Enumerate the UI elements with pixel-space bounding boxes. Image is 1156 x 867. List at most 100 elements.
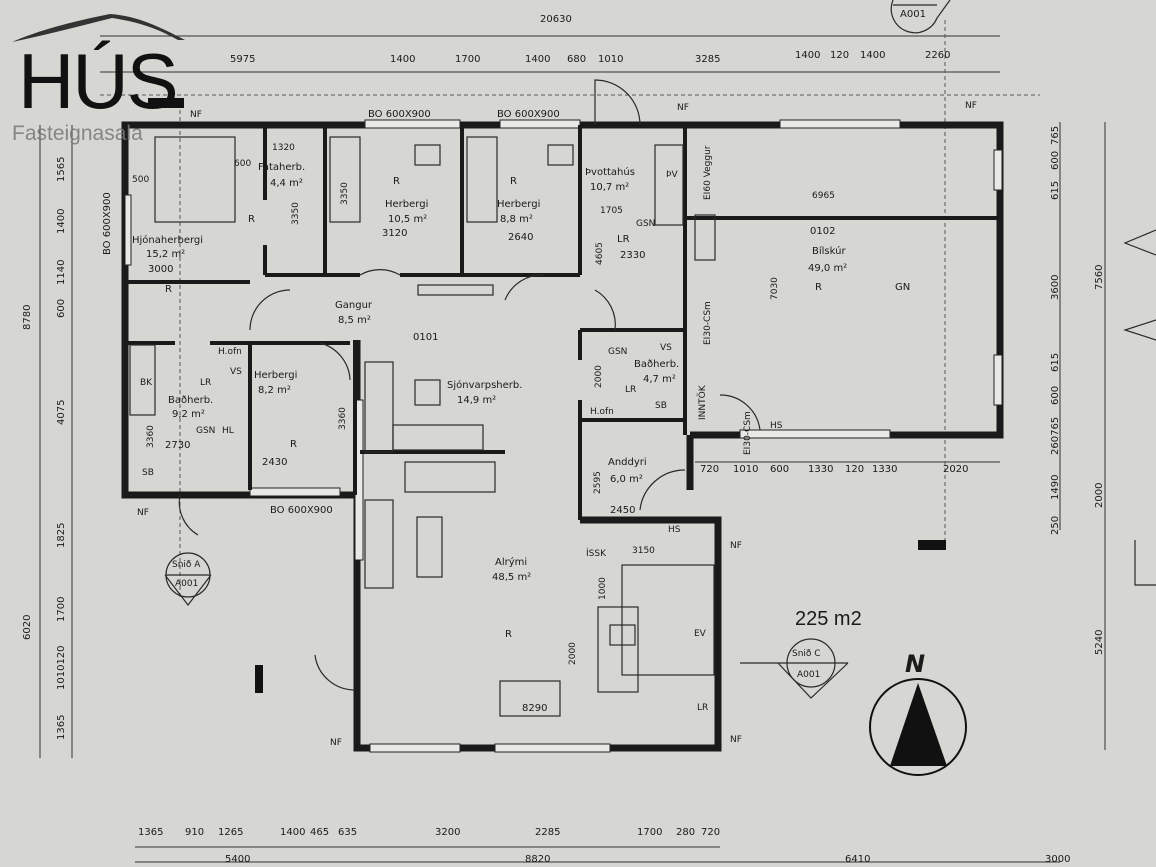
plan-label: 1700	[56, 597, 67, 622]
plan-label: 615	[1050, 181, 1061, 200]
plan-label: VS	[660, 343, 672, 353]
total-area: 225 m2	[795, 608, 862, 630]
plan-label: Hjónaherbergi	[132, 234, 203, 246]
plan-label: 2450	[610, 505, 635, 516]
plan-label: 120	[845, 464, 864, 475]
plan-label: Baðherb.	[634, 359, 679, 370]
plan-label: NF	[730, 541, 742, 551]
plan-label: 3360	[146, 425, 156, 448]
plan-label: Snið C	[792, 649, 821, 659]
plan-label: Anddyri	[608, 457, 647, 468]
plan-label: 600	[1050, 151, 1061, 170]
plan-label: 6965	[812, 191, 835, 201]
plan-label: 600	[234, 159, 251, 169]
plan-label: 5400	[225, 854, 250, 865]
plan-label: 20630	[540, 14, 572, 25]
plan-label: Baðherb.	[168, 395, 213, 406]
room-alrymi: Alrými 48,5 m² R 8290	[492, 556, 547, 714]
plan-label: 6,0 m²	[610, 474, 643, 485]
plan-label: 8,2 m²	[258, 385, 291, 396]
plan-label: LR	[200, 378, 211, 388]
plan-label: ÞV	[666, 170, 678, 180]
plan-label: BO 600X900	[102, 192, 113, 255]
plan-label: 1400	[860, 50, 885, 61]
plan-label: 2000	[1094, 483, 1105, 508]
plan-label: BO 600X900	[270, 505, 333, 516]
plan-label: 15,2 m²	[146, 249, 185, 260]
plan-label: HL	[222, 426, 234, 436]
plan-label: 9,2 m²	[172, 409, 205, 420]
plan-label: 1700	[455, 54, 480, 65]
plan-label: 2330	[620, 250, 645, 261]
plan-label: 6410	[845, 854, 870, 865]
plan-label: 280	[676, 827, 695, 838]
plan-label: 7030	[770, 277, 780, 300]
room-herbergi-2: Herbergi 8,8 m² 2640 R	[497, 176, 540, 243]
plan-label: NF	[330, 738, 342, 748]
plan-label: 1265	[218, 827, 243, 838]
plan-label: Þvottahús	[585, 166, 635, 178]
plan-label: 2000	[568, 642, 578, 665]
plan-label: 8,5 m²	[338, 315, 371, 326]
plan-label: A001	[175, 579, 198, 589]
plan-label: 600	[1050, 386, 1061, 405]
plan-label: 14,9 m²	[457, 395, 496, 406]
plan-label: BK	[140, 378, 153, 388]
room-labels: Hjónaherbergi 15,2 m² 3000 R Fataherb. 4…	[132, 162, 910, 714]
plan-label: EI30-CSm	[703, 301, 713, 345]
interior-walls	[125, 125, 1000, 522]
plan-label: 910	[185, 827, 204, 838]
plan-label: 120	[830, 50, 849, 61]
plan-label: GSN	[196, 426, 215, 436]
plan-label: 250	[1050, 516, 1061, 535]
plan-label: 1330	[808, 464, 833, 475]
plan-label: 3360	[338, 407, 348, 430]
room-herbergi-3: Herbergi 8,2 m² R 2430	[254, 370, 297, 468]
plan-label: EI60 Veggur	[703, 145, 713, 200]
plan-label: N	[905, 650, 925, 678]
plan-label: GSN	[636, 219, 655, 229]
plan-label: A001	[900, 9, 926, 20]
plan-label: HS	[668, 525, 681, 535]
plan-label: NF	[730, 735, 742, 745]
plan-label: 1000	[598, 577, 608, 600]
plan-label: Snið A	[172, 560, 201, 570]
plan-label: Herbergi	[254, 370, 297, 381]
plan-label: R	[510, 176, 517, 187]
plan-label: 2730	[165, 440, 190, 451]
plan-label: 3200	[435, 827, 460, 838]
plan-label: 5240	[1094, 630, 1105, 655]
room-sjonvarpsherb: Sjónvarpsherb. 14,9 m²	[447, 379, 522, 406]
section-marker-top: A001	[890, 0, 951, 34]
furniture	[129, 98, 946, 717]
plan-label: 1010	[733, 464, 758, 475]
plan-label: 1490	[1050, 475, 1061, 500]
plan-label: 3600	[1050, 275, 1061, 300]
plan-label: LR	[625, 385, 636, 395]
plan-label: 1010	[598, 54, 623, 65]
plan-label: 260765	[1050, 417, 1061, 455]
plan-label: 1365	[56, 715, 67, 740]
plan-label: R	[165, 284, 172, 295]
plan-label: R	[505, 629, 512, 640]
logo-brand: HÚS	[18, 37, 179, 125]
north-arrow-icon: N	[869, 650, 967, 776]
plan-label: 2020	[943, 464, 968, 475]
plan-label: NF	[965, 101, 977, 111]
annotations: BO 600X900 BO 600X900 BO 600X900 BO 600X…	[102, 101, 977, 748]
plan-label: 615	[1050, 353, 1061, 372]
plan-label: H.ofn	[590, 407, 614, 417]
plan-label: 1400	[525, 54, 550, 65]
plan-label: BO 600X900	[497, 109, 560, 120]
plan-label: 4,7 m²	[643, 374, 676, 385]
plan-label: R	[815, 282, 822, 293]
room-badherb-1: Baðherb. 9,2 m² 2730	[165, 395, 213, 451]
plan-label: 1010120	[56, 645, 67, 690]
plan-label: 6020	[22, 615, 33, 640]
plan-label: 1825	[56, 523, 67, 548]
plan-label: R	[290, 439, 297, 450]
plan-label: 10,7 m²	[590, 182, 629, 193]
plan-label: 1140	[56, 260, 67, 285]
plan-label: NF	[137, 508, 149, 518]
plan-label: Alrými	[495, 556, 527, 568]
